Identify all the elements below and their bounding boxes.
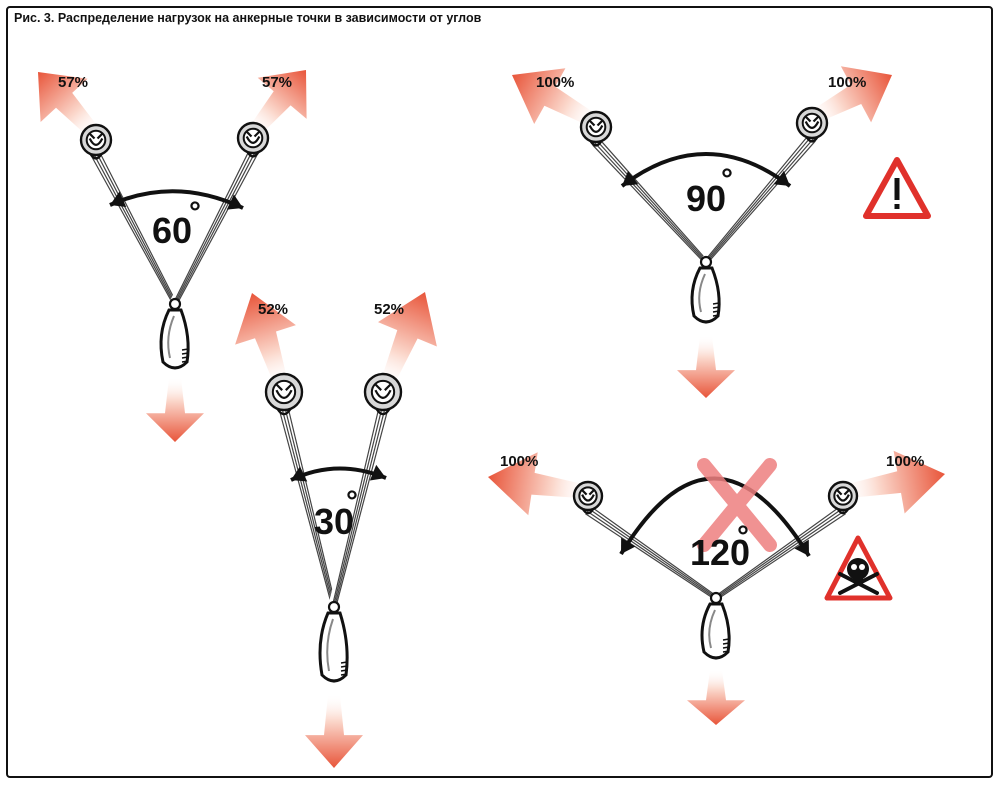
angle-value: 30 — [314, 501, 354, 542]
degree-symbol: ° — [737, 520, 749, 553]
load-label-right: 57% — [262, 74, 292, 91]
load-label-left: 100% — [500, 453, 538, 470]
load-arrow-left — [38, 72, 101, 140]
load-label-left: 57% — [58, 74, 88, 91]
warning-triangle-icon — [863, 157, 931, 219]
degree-symbol: ° — [346, 485, 358, 518]
skull-crossbones-icon — [824, 535, 893, 601]
load-arrow-left — [512, 68, 600, 128]
prohibited-cross-icon — [697, 458, 777, 552]
anchor-point-icon — [264, 372, 304, 416]
anchor-point-icon — [827, 480, 859, 515]
panel-120 — [488, 450, 945, 725]
load-label-right: 100% — [828, 74, 866, 91]
anchor-point-icon — [795, 106, 829, 143]
panel-90 — [512, 66, 892, 398]
load-label-right: 52% — [374, 301, 404, 318]
figure-title: Рис. 3. Распределение нагрузок на анкерн… — [14, 11, 482, 25]
anchor-point-icon — [579, 110, 613, 147]
load-arrow-right — [808, 66, 892, 124]
carabiner-icon — [700, 591, 731, 660]
angle-arc — [290, 464, 387, 482]
angle-value: 60 — [152, 210, 192, 251]
load-arrow-down — [146, 378, 204, 442]
figure-frame — [6, 6, 993, 778]
panel-30 — [235, 292, 437, 768]
sling-leg — [169, 150, 259, 307]
anchor-point-icon — [236, 121, 270, 158]
load-arrow-down — [305, 695, 363, 768]
anchor-point-icon — [572, 480, 604, 515]
carabiner-icon — [690, 255, 721, 324]
load-arrow-left — [488, 452, 589, 516]
load-label-left: 100% — [536, 74, 574, 91]
sling-leg — [584, 505, 720, 603]
sling-leg — [90, 152, 181, 307]
anchor-point-icon — [363, 372, 403, 416]
panel-60 — [38, 70, 307, 442]
angle-arc — [109, 189, 244, 210]
carabiner-icon — [318, 600, 349, 683]
angle-value: 90 — [686, 178, 726, 219]
angle-arc — [620, 152, 792, 188]
sling-leg — [328, 408, 389, 609]
load-arrow-down — [677, 336, 735, 398]
load-arrow-right — [378, 292, 437, 389]
load-arrow-right — [841, 450, 945, 514]
angle-value: 120 — [690, 532, 750, 573]
carabiner-icon — [159, 297, 190, 370]
anchor-point-icon — [79, 123, 113, 160]
load-label-right: 100% — [886, 453, 924, 470]
sling-leg — [278, 408, 340, 609]
sling-leg — [591, 137, 711, 267]
sling-leg — [712, 505, 847, 603]
load-arrow-right — [247, 70, 307, 138]
load-label-left: 52% — [258, 301, 288, 318]
degree-symbol: ° — [189, 196, 201, 229]
load-arrow-left — [235, 293, 296, 388]
degree-symbol: ° — [721, 163, 733, 196]
sling-leg — [701, 134, 817, 266]
load-arrow-down — [687, 670, 745, 725]
